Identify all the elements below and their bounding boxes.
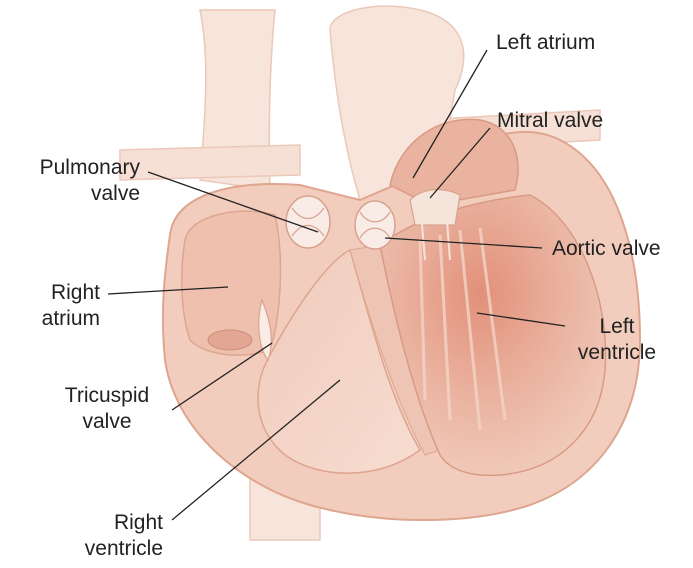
label-right-ventricle-line2: ventricle — [0, 536, 163, 562]
label-left-atrium: Left atrium — [496, 30, 595, 56]
label-pulmonary-valve-line2: valve — [0, 181, 140, 207]
label-tricuspid-valve-line1: Tricuspid — [42, 383, 172, 409]
label-right-atrium-line1: Right — [0, 280, 100, 306]
label-right-ventricle-line1: Right — [0, 510, 163, 536]
label-pulmonary-valve-line1: Pulmonary — [0, 155, 140, 181]
label-left-ventricle-line1: Left — [552, 314, 682, 340]
aortic-valve-shape — [355, 201, 395, 249]
label-tricuspid-valve-line2: valve — [42, 409, 172, 435]
label-aortic-valve: Aortic valve — [552, 236, 661, 262]
pulmonary-valve-shape — [286, 196, 330, 248]
label-left-ventricle-line2: ventricle — [552, 340, 682, 366]
label-right-atrium-line2: atrium — [0, 306, 100, 332]
label-mitral-valve: Mitral valve — [497, 108, 603, 134]
